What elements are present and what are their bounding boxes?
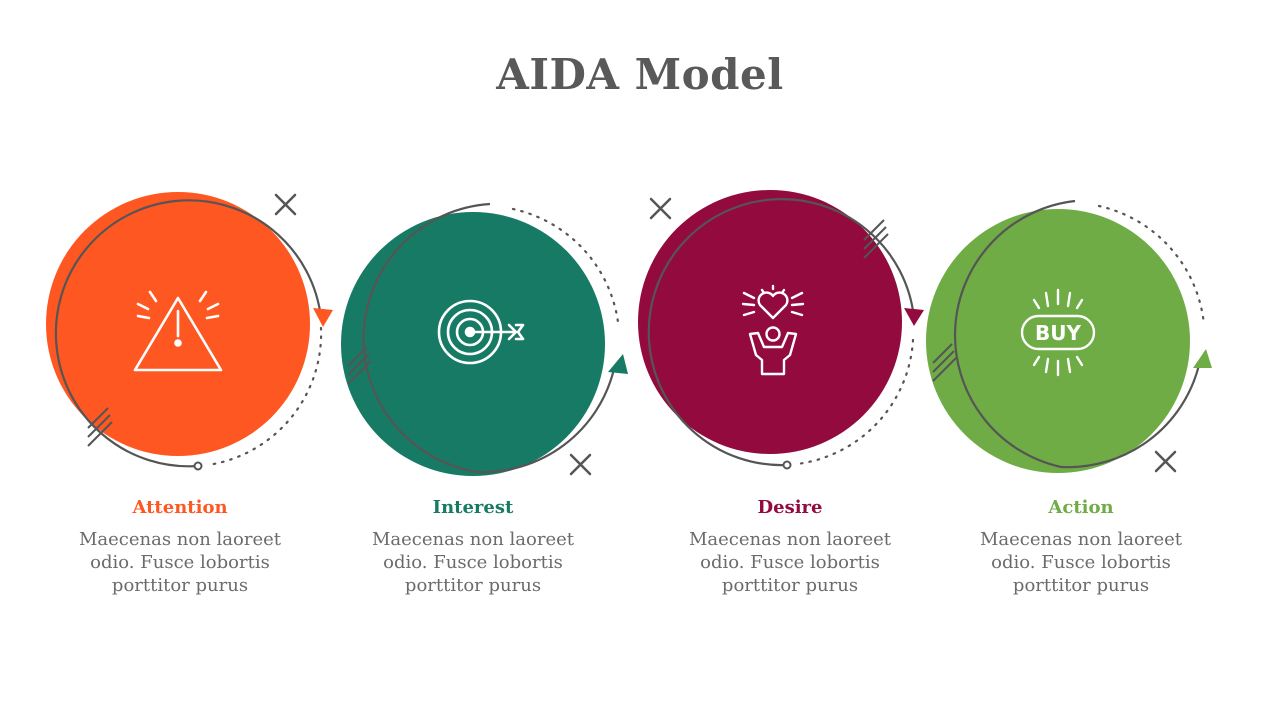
interest-arrowhead [608,354,628,374]
action-label: Action [1048,497,1114,518]
action-arrowhead [1193,349,1212,368]
desire-label: Desire [757,497,823,518]
close-icon [274,193,297,216]
hatch-lines [932,343,957,382]
step-interest [341,202,628,476]
target-icon [437,299,525,365]
close-icon [649,197,672,220]
page-title: AIDA Model [496,50,784,99]
hatch-lines [87,407,113,447]
desire-arrowhead [904,308,924,326]
warning-icon [133,290,223,372]
hatch-lines [347,346,372,385]
desire-description: Maecenas non laoreet odio. Fusce loborti… [688,529,892,596]
step-action: BUY [926,199,1212,473]
step-desire [638,190,924,470]
buy-icon: BUY [1020,288,1096,377]
action-description: Maecenas non laoreet odio. Fusce loborti… [979,529,1183,596]
close-icon [1154,450,1177,473]
interest-label: Interest [432,497,514,518]
attention-label: Attention [132,497,228,518]
hatch-lines [863,219,889,259]
interest-description: Maecenas non laoreet odio. Fusce loborti… [371,529,575,596]
buy-text: BUY [1035,321,1081,345]
attention-description: Maecenas non laoreet odio. Fusce loborti… [78,529,282,596]
close-icon [569,453,592,476]
heart-hands-icon [741,284,805,376]
desire-circle [638,190,902,454]
action-circle [926,209,1190,473]
attention-arrowhead [313,308,333,327]
step-attention [46,192,333,471]
